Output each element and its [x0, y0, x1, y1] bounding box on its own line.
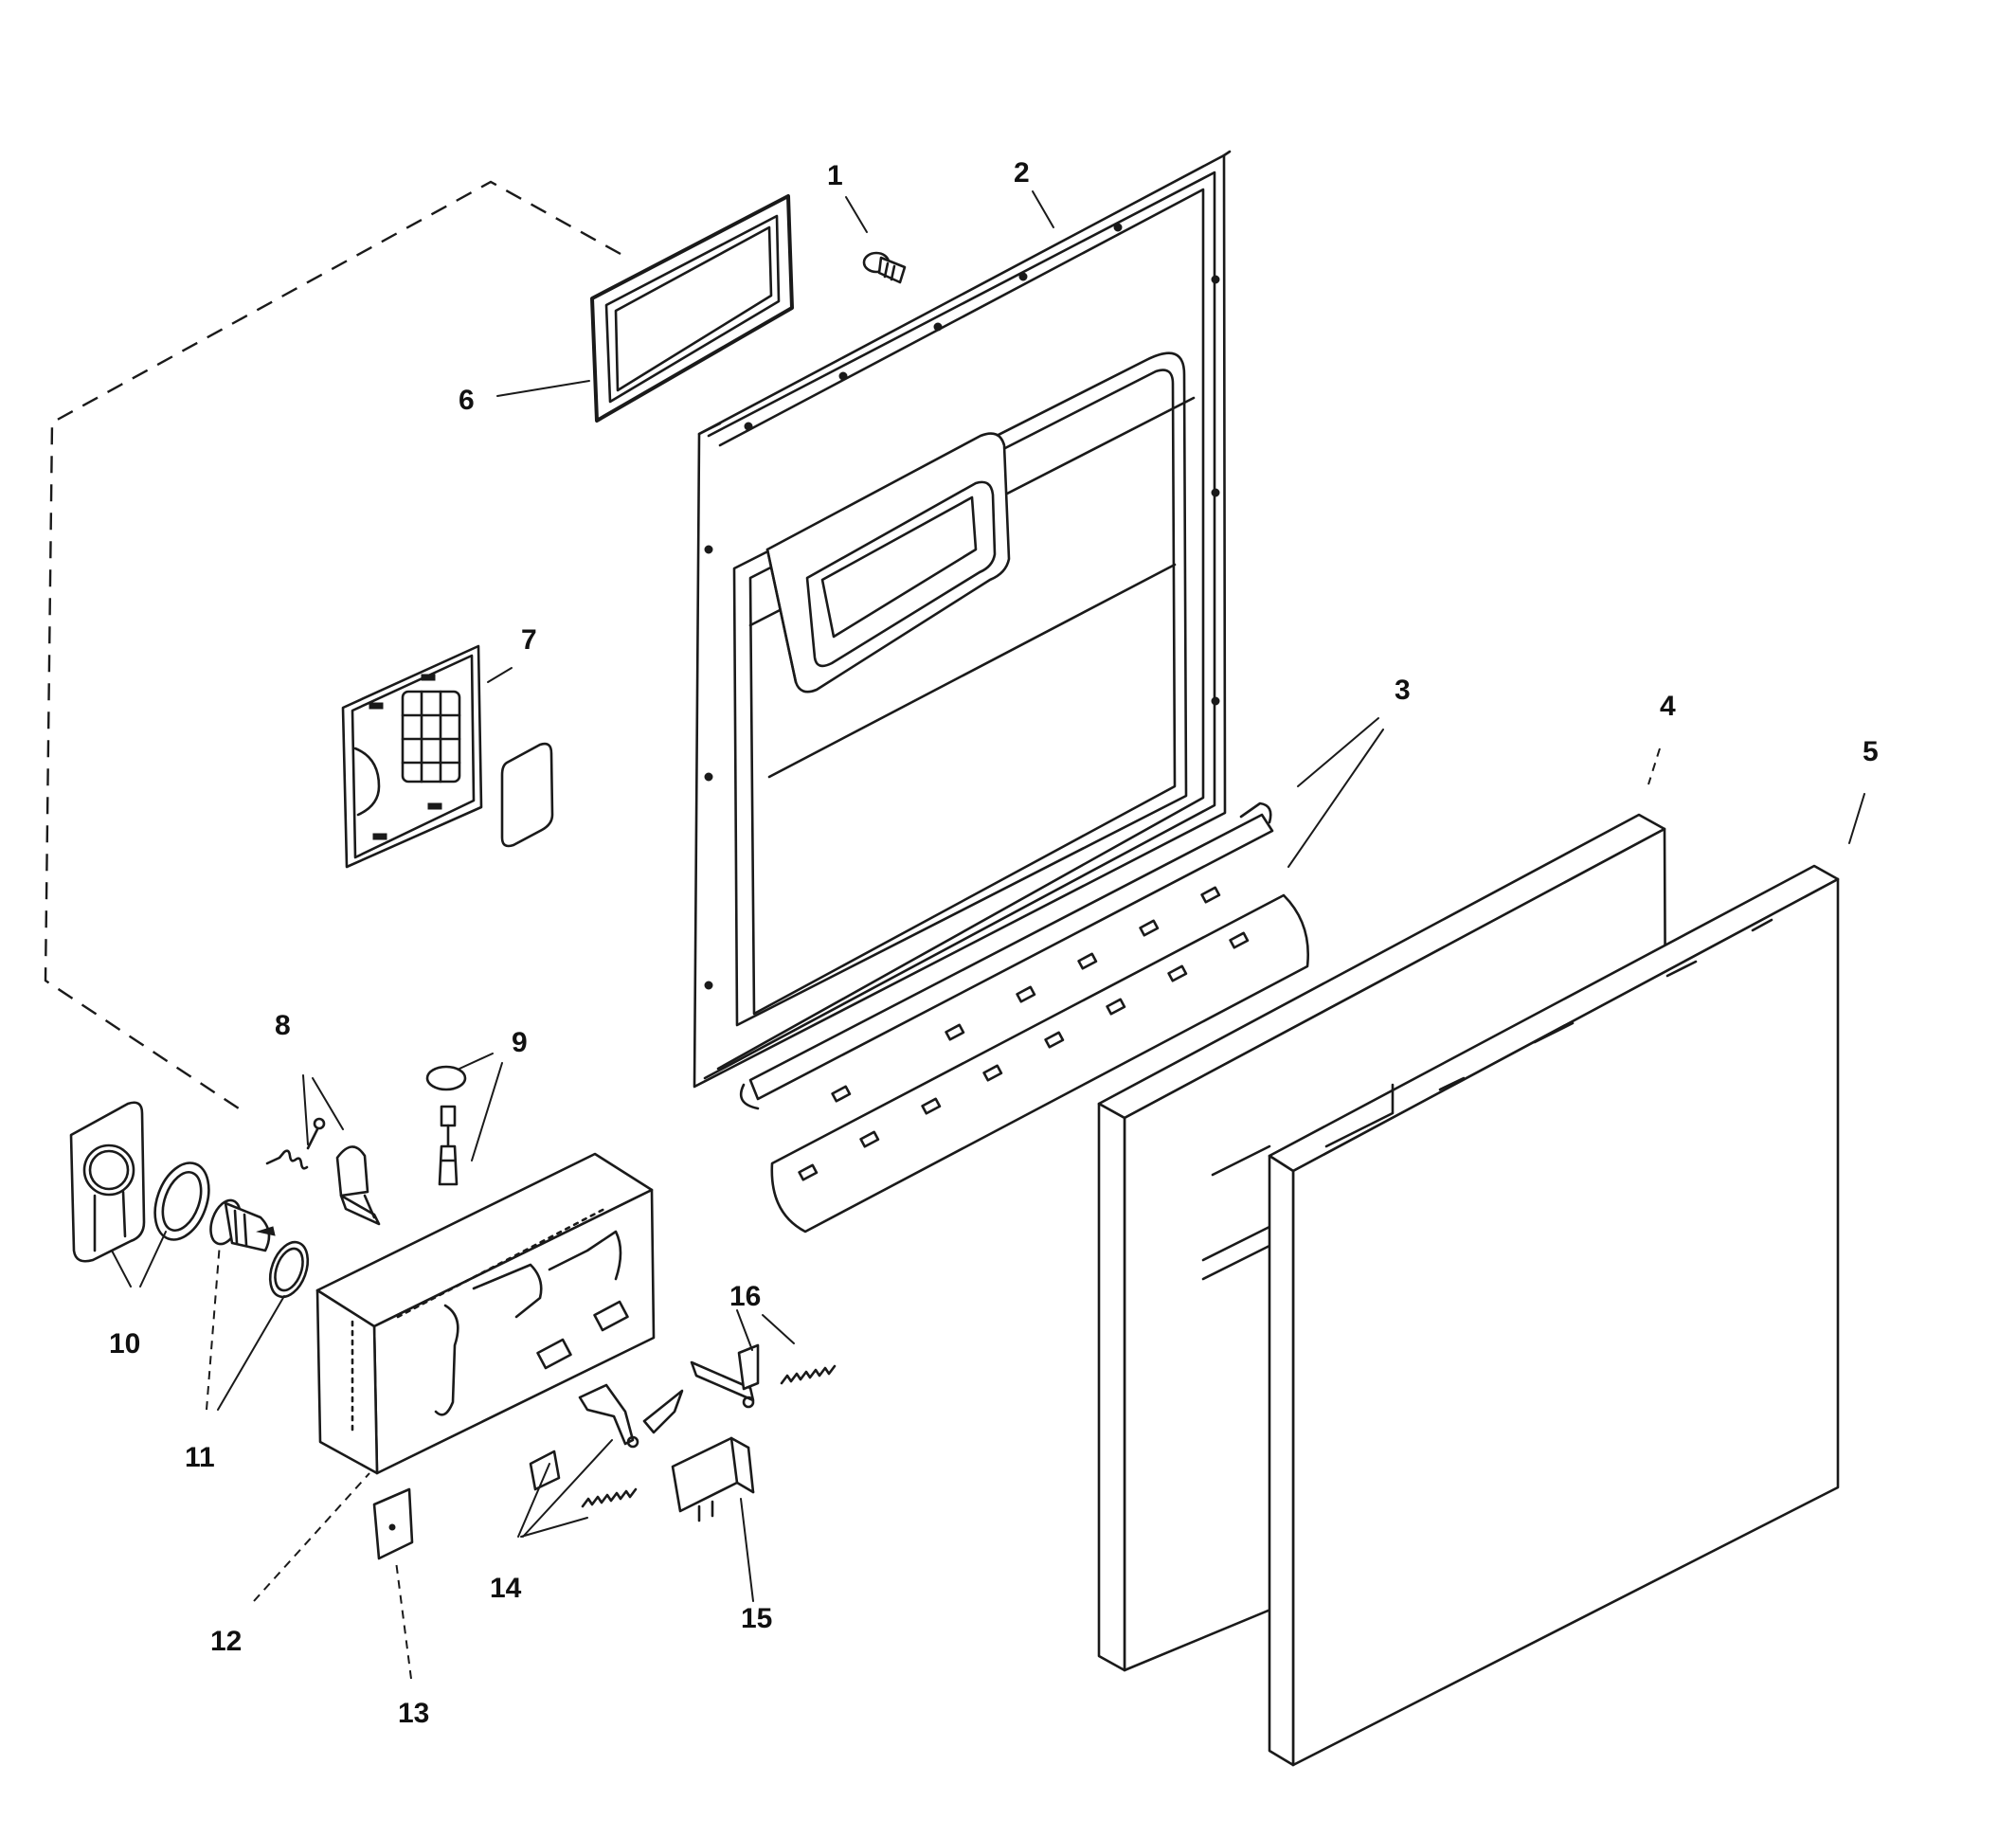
handle-trim	[69, 1101, 146, 1263]
leader-lines	[111, 190, 1865, 1680]
detergent-cup-frame	[341, 644, 483, 869]
dispenser-opening	[765, 432, 1011, 693]
callout-11: 11	[185, 1442, 215, 1473]
screw	[862, 251, 907, 284]
latch-arm	[690, 1343, 760, 1409]
callout-7: 7	[521, 624, 537, 656]
latch-levers	[529, 1383, 684, 1491]
phantom-boundary-line	[44, 180, 621, 1110]
callout-12: 12	[210, 1626, 242, 1657]
dispenser-housing	[315, 1152, 656, 1475]
handle-ring	[153, 1162, 210, 1241]
door-switch	[671, 1436, 755, 1522]
callout-15: 15	[741, 1603, 772, 1634]
callout-13: 13	[398, 1698, 429, 1729]
mounting-clip	[372, 1487, 414, 1560]
button-and-plunger	[425, 1065, 467, 1186]
callout-8: 8	[275, 1010, 291, 1041]
compression-spring-right	[780, 1364, 837, 1385]
callout-5: 5	[1863, 736, 1879, 767]
inner-door-panel	[693, 150, 1232, 1089]
door-front-panel	[1268, 864, 1840, 1767]
door-bottom-trim	[739, 801, 1309, 1234]
spring-and-shaft	[265, 1117, 381, 1226]
compression-spring-left	[581, 1487, 638, 1508]
callout-10: 10	[109, 1328, 140, 1360]
callout-9: 9	[512, 1027, 528, 1058]
callout-2: 2	[1014, 157, 1030, 189]
callout-4: 4	[1660, 691, 1676, 722]
callout-6: 6	[459, 385, 475, 416]
callout-labels: 1 2 3 4 5 6 7 8 9 10 11 12 13 14 15 16	[109, 157, 1879, 1729]
callout-1: 1	[827, 160, 843, 191]
callout-14: 14	[490, 1573, 522, 1604]
dispenser-gasket	[590, 194, 794, 423]
callout-3: 3	[1395, 675, 1411, 706]
cup-seal	[500, 742, 554, 848]
callout-16: 16	[729, 1281, 761, 1312]
knob	[209, 1198, 276, 1252]
o-ring	[268, 1240, 310, 1299]
